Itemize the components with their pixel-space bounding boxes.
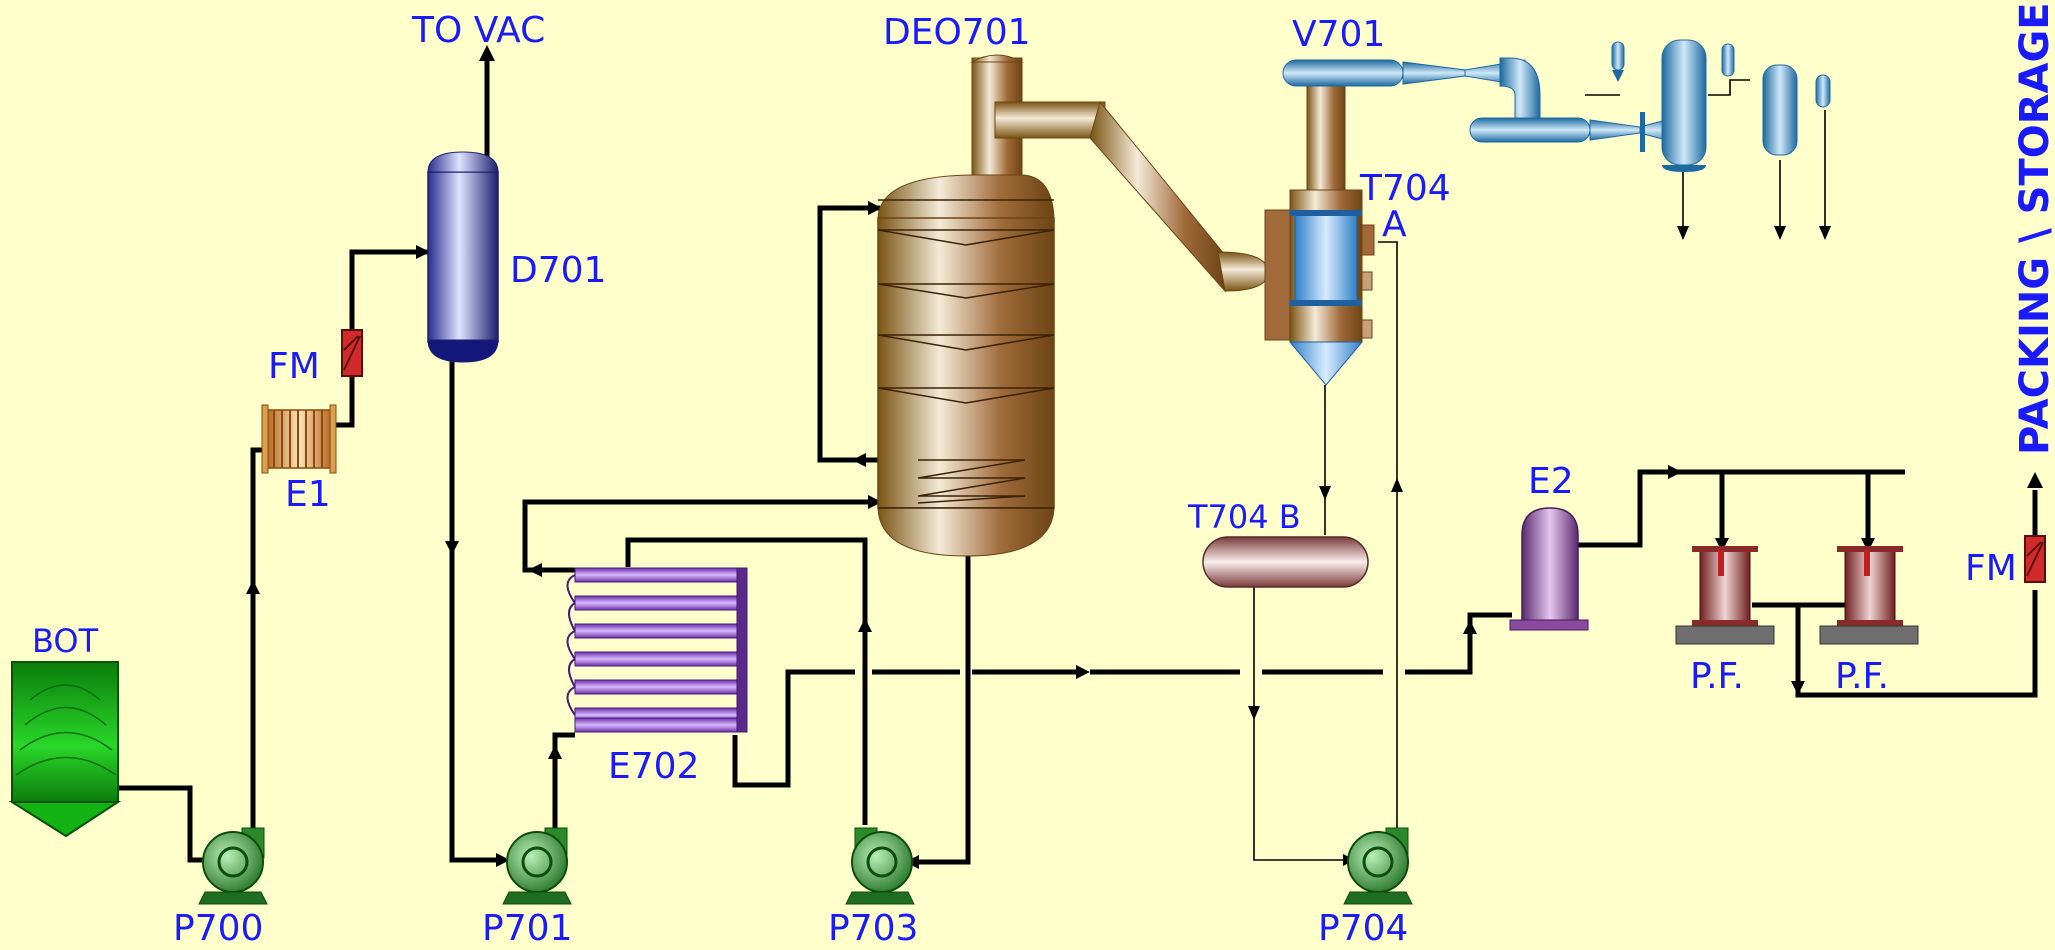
label-d701: D701 <box>510 250 606 291</box>
flow-arrow <box>858 618 872 632</box>
label-t704b: T704 B <box>1187 498 1301 536</box>
ejector-system-v701[interactable] <box>1282 39 1831 172</box>
flow-meter-fm2[interactable] <box>2024 535 2046 583</box>
deodorizer-deo701[interactable] <box>877 54 1055 557</box>
bot-bin[interactable] <box>8 661 122 838</box>
pipe-e702-product <box>732 669 855 788</box>
label-fm2: FM <box>1965 548 2017 589</box>
label-deo701: DEO701 <box>883 12 1031 53</box>
pipe-e2-header <box>1576 469 1905 548</box>
flow-arrow <box>1248 706 1260 720</box>
label-pf1: P.F. <box>1690 656 1744 697</box>
pipe-d701-p701 <box>449 358 505 863</box>
exchanger-e702[interactable] <box>566 567 748 733</box>
label-v701: V701 <box>1292 14 1385 55</box>
pipe-t704b-p704 <box>1253 585 1350 861</box>
pipe-fm-d701 <box>349 249 428 330</box>
pipe-bot-p700 <box>118 785 205 863</box>
pump-p703[interactable] <box>845 827 915 905</box>
label-bot: BOT <box>32 622 99 660</box>
flow-arrow <box>1774 226 1786 240</box>
flow-arrow <box>445 541 459 555</box>
pipe-e1-fm <box>332 375 355 428</box>
flow-arrow <box>496 853 510 867</box>
pipe-p700-e1 <box>250 447 270 828</box>
flow-arrow <box>479 45 495 61</box>
pipe-p701-e702 <box>552 732 575 828</box>
flow-arrow <box>2027 472 2043 488</box>
pipe-e702-deo <box>522 499 880 573</box>
flow-arrow <box>246 580 260 594</box>
label-pf2: P.F. <box>1835 656 1889 697</box>
polishing-filter-2[interactable] <box>1819 546 1919 645</box>
labels: TO VAC DEO701 V701 T704 A D701 FM E1 BOT… <box>32 2 2055 949</box>
polishing-filter-1[interactable] <box>1675 546 1775 645</box>
label-to-vac: TO VAC <box>411 10 545 51</box>
flow-arrow <box>1819 226 1831 240</box>
pipe-deo-loop <box>817 205 880 463</box>
flow-arrow <box>1861 538 1875 552</box>
heater-e1[interactable] <box>261 404 337 474</box>
pipe-deo-p703 <box>910 556 971 865</box>
flow-arrow <box>416 245 430 259</box>
label-packing-storage: PACKING \ STORAGE <box>2012 2 2055 455</box>
flow-meter-fm1[interactable] <box>341 329 363 377</box>
flow-arrow <box>1668 465 1682 479</box>
flow-arrow <box>528 563 542 577</box>
cooler-e2[interactable] <box>1509 507 1589 631</box>
pump-p700[interactable] <box>198 827 268 905</box>
vessel-d701[interactable] <box>427 151 499 363</box>
pump-p704[interactable] <box>1343 827 1413 905</box>
label-p703: P703 <box>828 908 918 945</box>
label-t704a-line1: T704 <box>1359 168 1451 209</box>
pipe-pf-fm <box>1795 590 2038 698</box>
label-p701: P701 <box>482 908 572 945</box>
label-e702: E702 <box>608 746 699 787</box>
label-e1: E1 <box>285 474 331 515</box>
pipe-e702-p703 <box>625 537 868 825</box>
flow-arrow <box>1319 486 1331 500</box>
pipe-ejector-link <box>1708 79 1750 96</box>
pipe-product-e2 <box>1405 612 1512 675</box>
flow-arrow <box>852 453 866 467</box>
tank-t704b[interactable] <box>1202 536 1369 588</box>
flow-arrow <box>1715 538 1729 552</box>
flow-arrow <box>548 745 562 759</box>
vapour-duct <box>994 100 1269 293</box>
flow-arrow <box>1463 620 1477 634</box>
flow-arrow <box>868 201 882 215</box>
flow-arrow <box>1677 226 1689 240</box>
label-p700: P700 <box>173 908 263 945</box>
flow-arrow <box>868 495 882 509</box>
label-t704a-line2: A <box>1382 204 1407 245</box>
flow-arrow <box>1391 478 1403 492</box>
flow-arrow <box>1076 665 1090 679</box>
flow-arrow <box>1791 681 1805 695</box>
pump-p701[interactable] <box>502 827 572 905</box>
pipe-p704-t704a <box>1378 241 1398 828</box>
label-e2: E2 <box>1528 461 1574 502</box>
scrubber-t704a[interactable] <box>1264 77 1375 386</box>
piping <box>118 45 2043 869</box>
label-fm1: FM <box>268 346 320 387</box>
label-p704: P704 <box>1318 908 1408 945</box>
